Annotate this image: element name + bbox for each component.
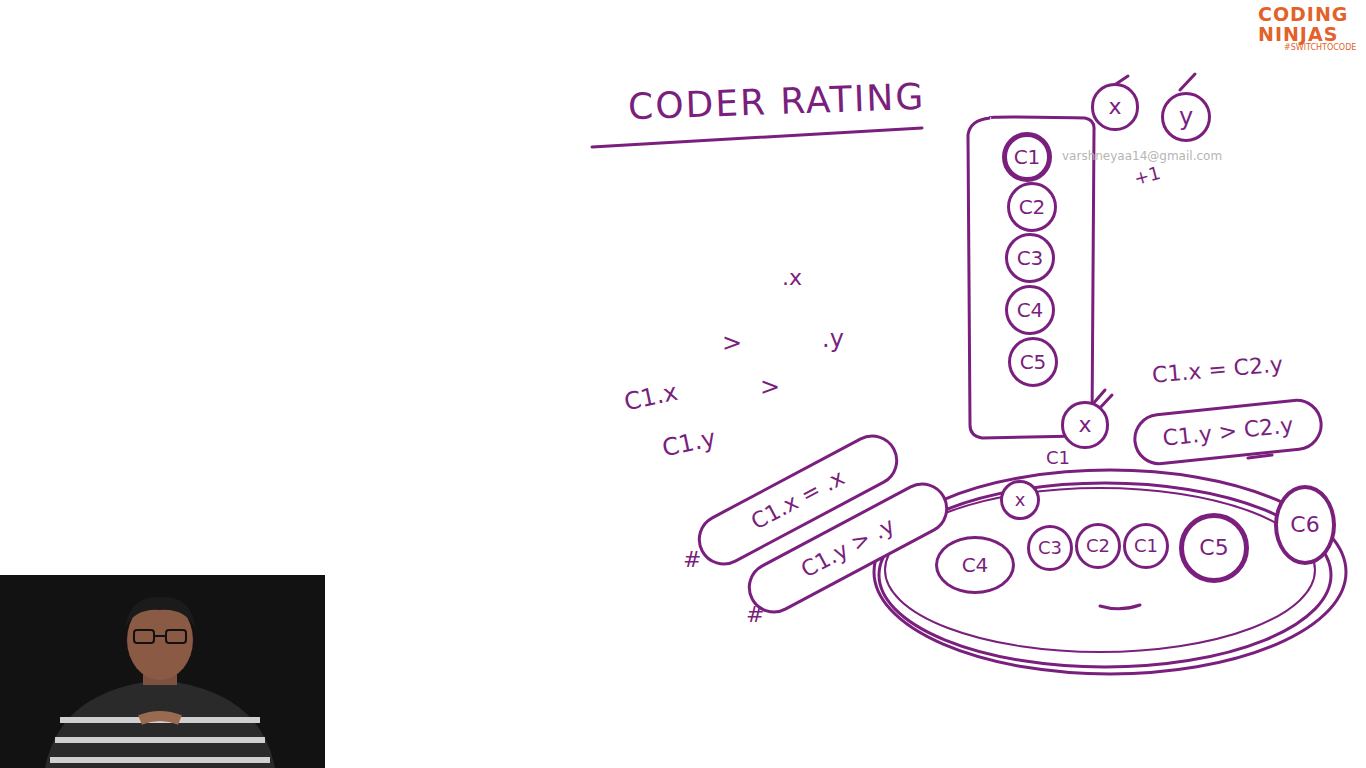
node-text: x [1108,95,1121,119]
title: CODER RATING [627,77,925,127]
note: C1.x [622,379,680,416]
coder-circle: x [1091,83,1138,130]
title-underline [592,128,922,147]
coder-circle: C1 [1002,132,1053,183]
logo-text: #SWITCHTOCODE [1284,44,1356,53]
scribble [1100,605,1140,609]
node-text: C2 [1086,536,1110,556]
node-text: C2 [1019,196,1046,218]
node-text: C6 [1290,513,1319,537]
coder-circle: C6 [1274,485,1336,565]
coder-circle: C2 [1075,523,1122,570]
group-ellipse [885,488,1315,652]
node-text: C1.y > C2.y [1162,413,1295,451]
node-text: C1 [1014,146,1041,168]
node-text: C3 [1038,538,1062,558]
coder-circle: x [1061,401,1108,448]
node-text: C3 [1017,247,1044,269]
note: > [722,330,742,356]
node-text: x [1078,413,1091,437]
coder-column [968,117,1094,438]
node-text: C1 [1134,536,1158,556]
logo-text: CODING [1258,4,1348,25]
note: C1.y [660,425,718,462]
note: C1.x = C2.y [1151,352,1284,388]
note: .y [822,326,844,352]
node-text: C1.y > .y [797,513,898,582]
note: # [746,603,764,627]
node-text: C5 [1020,351,1047,373]
coder-circle: y [1161,92,1211,142]
node-text: x [1015,490,1026,510]
coder-circle: C2 [1007,182,1058,233]
webcam [0,575,325,768]
node-text: C1.x = .x [747,465,848,534]
coder-circle: C5 [1179,513,1249,583]
coder-circle: C3 [1027,525,1074,572]
note: C1 [1046,448,1070,468]
coder-circle: x [1000,480,1041,521]
node-text: C4 [1017,299,1044,321]
coder-circle: C1 [1123,523,1170,570]
coder-circle: C4 [1005,285,1056,336]
coder-circle: C4 [935,536,1015,594]
logo-text: NINJAS [1258,24,1338,45]
node-text: C4 [962,554,989,576]
note: # [683,548,701,572]
note: +1 [1132,163,1163,189]
cross-mark [1180,74,1195,90]
coder-circle: C3 [1005,233,1056,284]
note: > [760,374,780,400]
coder-circle: C5 [1008,337,1059,388]
watermark: varshneyaa14@gmail.com [1062,150,1222,163]
condition-box: C1.y > C2.y [1131,396,1325,468]
node-text: y [1179,104,1193,130]
node-text: C5 [1199,536,1228,560]
note: .x [782,266,802,290]
